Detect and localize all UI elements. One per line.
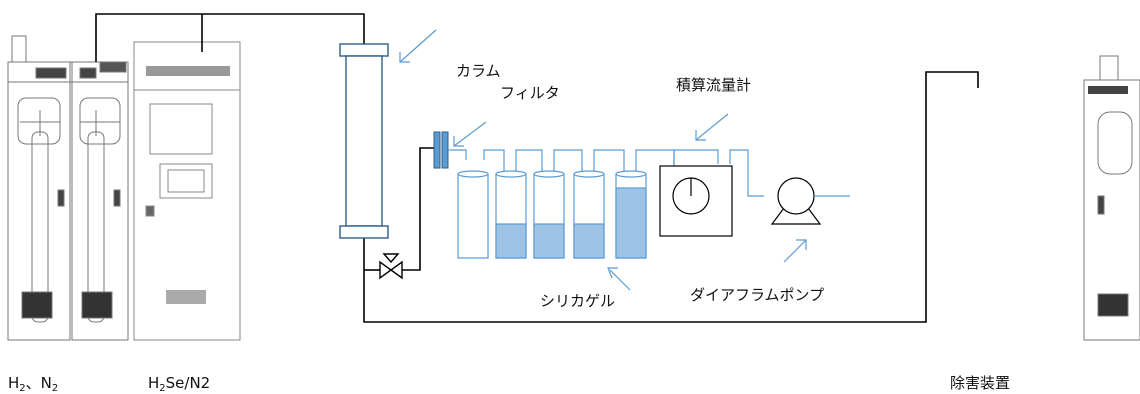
- label-pump: ダイアフラムポンプ: [690, 286, 824, 304]
- callout-arrows: [399, 29, 807, 291]
- label-abatement: 除害装置: [950, 374, 1010, 392]
- gas-cabinet-h2-n2: [7, 35, 129, 341]
- abatement-unit: [1083, 55, 1140, 341]
- diaphragm-pump: [770, 177, 850, 225]
- column: [339, 43, 389, 239]
- flowmeter: [659, 149, 764, 237]
- label-silica-gel: シリカゲル: [540, 292, 615, 310]
- label-column: カラム: [456, 62, 501, 80]
- label-gas-h2-n2: H2、N2: [8, 374, 58, 394]
- gas-cabinet-h2se: [133, 41, 241, 341]
- label-filter: フィルタ: [500, 84, 560, 102]
- label-gas-h2se: H2Se/N2: [148, 374, 210, 394]
- silica-gel-tubes: [448, 149, 675, 259]
- filter: [433, 131, 449, 169]
- valve: [379, 253, 403, 280]
- piping: [95, 13, 979, 323]
- label-flowmeter: 積算流量計: [676, 76, 751, 94]
